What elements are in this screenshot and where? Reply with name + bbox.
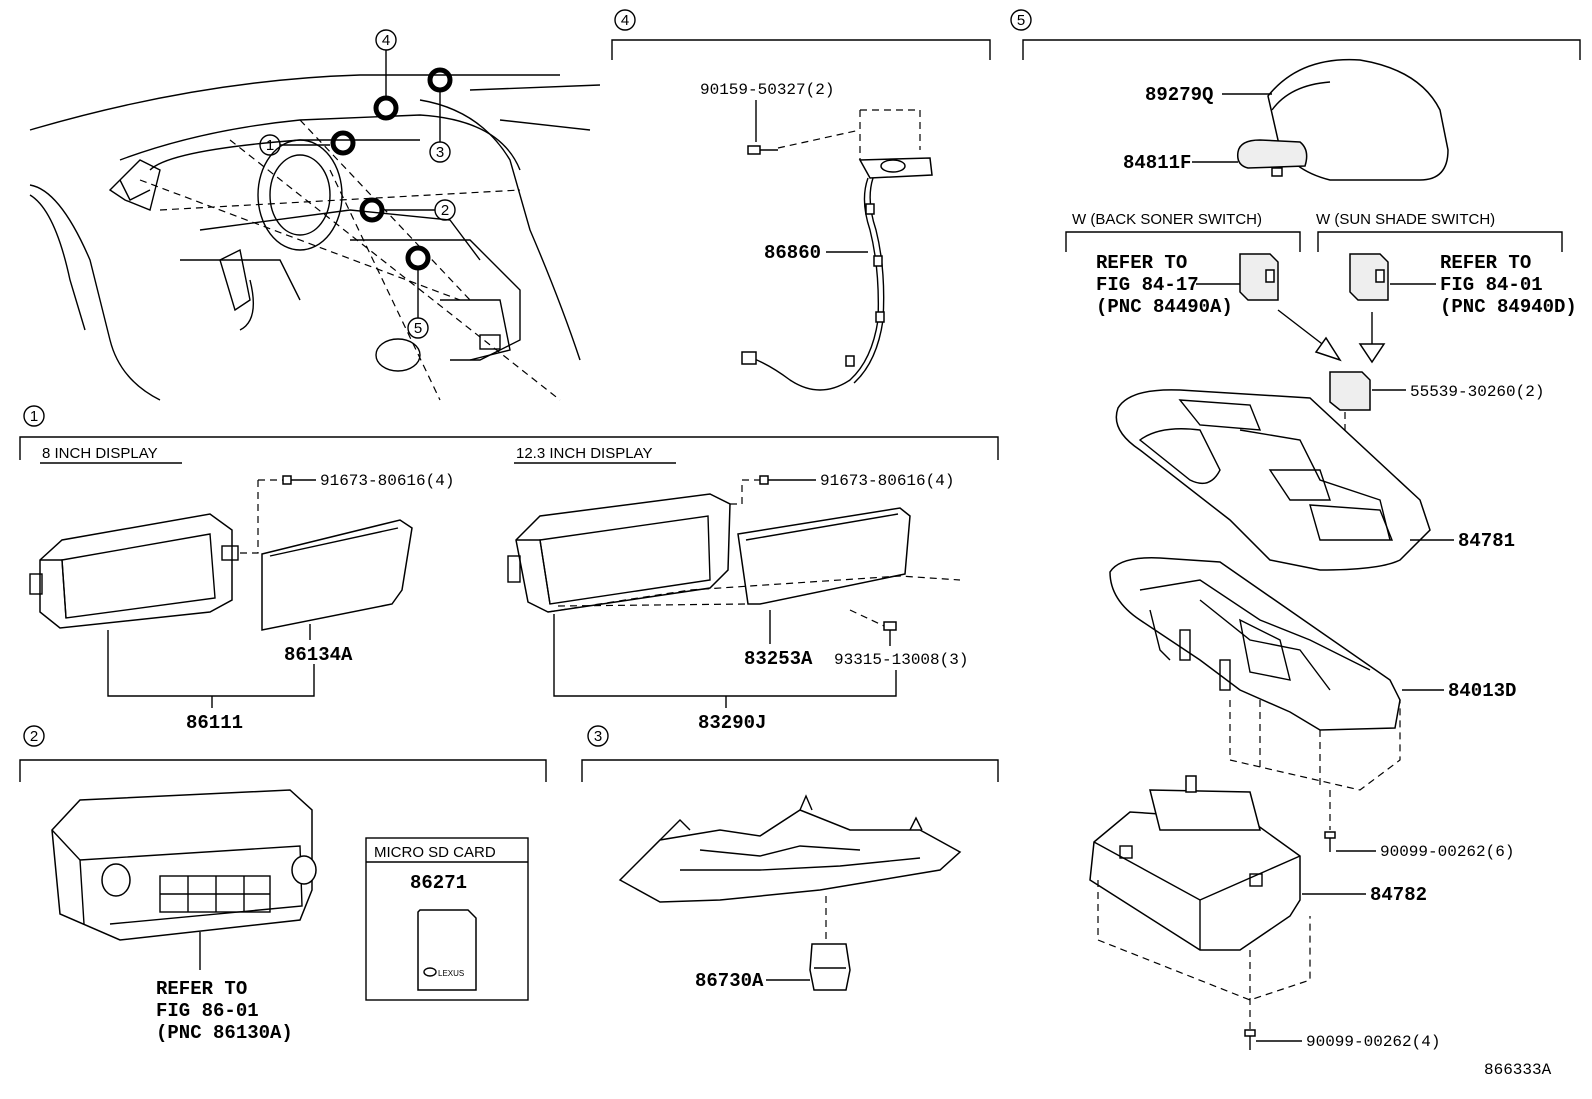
overview-callout-2: 2 (359, 197, 456, 223)
radio-reference: REFER TO FIG 86-01 (PNC 86130A) (156, 978, 293, 1044)
section-number: 1 (30, 408, 38, 425)
ref-line: FIG 84-01 (1440, 274, 1543, 296)
section-2: 2 REFER TO FIG 86-01 (PNC 86130A) MICRO … (19, 725, 547, 1044)
overview-callout-3: 3 (427, 67, 453, 163)
part-number-83290J: 83290J (698, 712, 766, 734)
section-5: 5 89279Q 84811F W (BACK SONER SWITCH) W … (1010, 9, 1581, 1051)
back-soner-reference: REFER TO FIG 84-17 (PNC 84490A) (1096, 252, 1233, 318)
ref-line: REFER TO (1096, 252, 1187, 274)
part-number-84782: 84782 (1370, 884, 1427, 906)
part-number-90159: 90159-50327(2) (700, 81, 834, 99)
part-number-89279Q: 89279Q (1145, 84, 1213, 106)
overview-callout-5: 5 (405, 245, 431, 339)
part-number-90099-6: 90099-00262(6) (1380, 843, 1514, 861)
part-number-84811F: 84811F (1123, 152, 1191, 174)
callout-number: 1 (266, 137, 274, 154)
ref-line: REFER TO (156, 978, 247, 1000)
callout-number: 5 (414, 320, 422, 337)
part-number-86111: 86111 (186, 712, 243, 734)
ref-line: FIG 84-17 (1096, 274, 1199, 296)
ref-line: (PNC 86130A) (156, 1022, 293, 1044)
part-number-55539: 55539-30260(2) (1410, 383, 1544, 401)
section-1: 1 8 INCH DISPLAY 12.3 INCH DISPLAY 91673… (19, 405, 999, 734)
section-4: 4 90159-50327(2) 86860 (611, 9, 991, 391)
section-number: 5 (1017, 12, 1025, 29)
sun-shade-reference: REFER TO FIG 84-01 (PNC 84940D) (1440, 252, 1577, 318)
12-3-inch-display-header: 12.3 INCH DISPLAY (516, 445, 652, 462)
ref-line: FIG 86-01 (156, 1000, 259, 1022)
part-number-84781: 84781 (1458, 530, 1515, 552)
8-inch-display-header: 8 INCH DISPLAY (42, 445, 158, 462)
part-number-90099-4: 90099-00262(4) (1306, 1033, 1440, 1051)
part-number-86860: 86860 (764, 242, 821, 264)
overview-callout-4: 4 (373, 29, 399, 121)
part-number-86730A: 86730A (695, 970, 764, 992)
part-number-86134A: 86134A (284, 644, 353, 666)
section-number: 3 (594, 728, 602, 745)
ref-line: (PNC 84940D) (1440, 296, 1577, 318)
sun-shade-switch-header: W (SUN SHADE SWITCH) (1316, 211, 1495, 228)
part-number-83253A: 83253A (744, 648, 813, 670)
part-number-91673-b: 91673-80616(4) (820, 472, 954, 490)
section-number: 2 (30, 728, 38, 745)
vehicle-interior-overview (29, 74, 601, 401)
figure-id: 866333A (1484, 1061, 1552, 1079)
callout-number: 4 (382, 32, 390, 49)
micro-sd-card-title: MICRO SD CARD (374, 844, 496, 861)
lexus-logo: LEXUS (438, 969, 464, 978)
section-3: 3 86730A (581, 725, 999, 992)
part-number-84013D: 84013D (1448, 680, 1516, 702)
part-number-93315: 93315-13008(3) (834, 651, 968, 669)
overview-callout-1: 1 (259, 130, 356, 156)
section-number: 4 (621, 12, 629, 29)
back-soner-switch-header: W (BACK SONER SWITCH) (1072, 211, 1262, 228)
part-number-91673-a: 91673-80616(4) (320, 472, 454, 490)
part-number-86271: 86271 (410, 872, 467, 894)
ref-line: (PNC 84490A) (1096, 296, 1233, 318)
ref-line: REFER TO (1440, 252, 1531, 274)
callout-number: 2 (441, 202, 449, 219)
callout-number: 3 (436, 144, 444, 161)
